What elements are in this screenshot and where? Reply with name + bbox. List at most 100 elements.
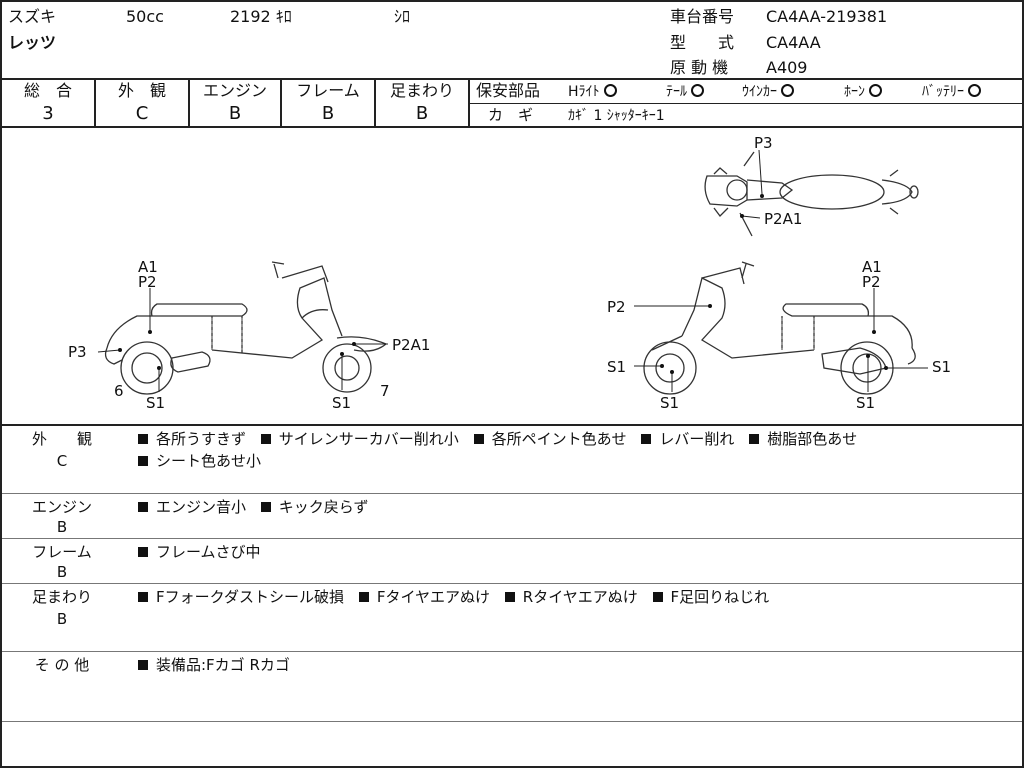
scooter-diagram: P3 P2A1 A1 P2 P3 P2A1 6 7 S1 S1 A1 P2 P2… xyxy=(68,134,951,412)
remark-grade: B xyxy=(56,610,68,628)
remark-item: 装備品:Fカゴ Rカゴ xyxy=(156,656,290,674)
grade-engine: エンジン B xyxy=(190,80,282,126)
remark-line: エンジン音小 キック戻らず xyxy=(138,496,1018,518)
safety-row: 保安部品 Hﾗｲﾄ ﾃｰﾙ ｳｲﾝｶｰ ﾎｰﾝ ﾊﾞｯﾃﾘｰ xyxy=(470,80,1022,104)
bullet-square-icon xyxy=(138,456,148,466)
remark-item: Rタイヤエアぬけ xyxy=(522,588,638,606)
remark-category: 足まわり xyxy=(31,588,92,606)
safety-item-headlight: Hﾗｲﾄ xyxy=(568,83,617,101)
remark-item: フレームさび中 xyxy=(156,543,261,561)
mark-p2-right-top: P2 xyxy=(862,273,881,291)
mark-s1-right-4: S1 xyxy=(856,394,875,412)
remark-category: 外 観 xyxy=(31,430,92,448)
remark-item: キック戻らず xyxy=(278,498,369,516)
frame-no: CA4AA-219381 xyxy=(766,7,888,26)
remark-row-exterior: 外 観 C 各所うすきず サイレンサーカバー削れ小 各所ペイント色あせ レバー削… xyxy=(2,426,1022,494)
frame-no-label: 車台番号 xyxy=(670,7,735,26)
mark-p3-top: P3 xyxy=(754,134,773,152)
remark-line: Fフォークダストシール破損 Fタイヤエアぬけ Rタイヤエアぬけ F足回りねじれ xyxy=(138,586,1018,608)
ok-circle-icon xyxy=(691,84,704,97)
grade-suspension: 足まわり B xyxy=(376,80,470,126)
bullet-square-icon xyxy=(641,434,652,444)
bullet-square-icon xyxy=(504,592,515,602)
safety-item-label: ﾃｰﾙ xyxy=(666,84,687,100)
mark-s1-left-front: S1 xyxy=(332,394,351,412)
ok-circle-icon xyxy=(869,84,882,97)
key-label: カ ギ xyxy=(488,106,534,124)
ok-circle-icon xyxy=(968,84,981,97)
bullet-square-icon xyxy=(138,547,148,557)
safety-item-battery: ﾊﾞｯﾃﾘｰ xyxy=(922,83,981,101)
remark-line: シート色あせ小 xyxy=(138,450,1018,472)
remark-item: Fフォークダストシール破損 xyxy=(156,588,345,606)
grade-value: 3 xyxy=(42,103,54,124)
remark-grade: B xyxy=(56,563,68,581)
engine-label: 原 動 機 xyxy=(670,58,729,77)
safety-title: 保安部品 xyxy=(476,81,541,100)
grade-label: エンジン xyxy=(202,81,267,100)
bullet-square-icon xyxy=(652,592,663,602)
remark-item: 各所ペイント色あせ xyxy=(491,430,627,448)
safety-item-label: ｳｲﾝｶｰ xyxy=(742,84,777,100)
remark-row-suspension: 足まわり B Fフォークダストシール破損 Fタイヤエアぬけ Rタイヤエアぬけ F… xyxy=(2,584,1022,652)
remark-line: 装備品:Fカゴ Rカゴ xyxy=(138,654,1018,676)
grade-value: B xyxy=(321,103,335,124)
bullet-square-icon xyxy=(138,434,148,444)
mark-p2a1-top: P2A1 xyxy=(764,210,802,228)
grades-row: 総 合 3 外 観 C エンジン B フレーム B 足まわり B 保安部品 Hﾗ… xyxy=(2,80,1022,128)
scooter-top-view xyxy=(704,151,919,237)
remark-item: 樹脂部色あせ xyxy=(767,430,858,448)
bullet-square-icon xyxy=(749,434,760,444)
safety-parts: 保安部品 Hﾗｲﾄ ﾃｰﾙ ｳｲﾝｶｰ ﾎｰﾝ ﾊﾞｯﾃﾘｰ カ ギ ｶｷﾞ 1… xyxy=(470,80,1022,126)
remark-row-frame: フレーム B フレームさび中 xyxy=(2,539,1022,584)
mark-s1-right-2: S1 xyxy=(660,394,679,412)
damage-diagram: P3 P2A1 A1 P2 P3 P2A1 6 7 S1 S1 A1 P2 P2… xyxy=(2,128,1022,426)
type-label: 型 式 xyxy=(670,33,735,52)
remark-row-engine: エンジン B エンジン音小 キック戻らず xyxy=(2,494,1022,539)
remark-line: 各所うすきず サイレンサーカバー削れ小 各所ペイント色あせ レバー削れ 樹脂部色… xyxy=(138,428,1018,450)
grade-label: 足まわり xyxy=(389,81,454,100)
mark-p2-left: P2 xyxy=(138,273,157,291)
remark-item: Fタイヤエアぬけ xyxy=(376,588,490,606)
remark-item: レバー削れ xyxy=(659,430,735,448)
mark-s1-left-rear: S1 xyxy=(146,394,165,412)
engine-value: A409 xyxy=(766,58,808,77)
safety-item-winker: ｳｲﾝｶｰ xyxy=(742,83,794,101)
grade-frame: フレーム B xyxy=(282,80,376,126)
bullet-square-icon xyxy=(138,502,148,512)
bullet-square-icon xyxy=(473,434,484,444)
remark-grade: B xyxy=(56,518,68,536)
grade-exterior: 外 観 C xyxy=(96,80,190,126)
ok-circle-icon xyxy=(781,84,794,97)
remark-item: F足回りねじれ xyxy=(670,588,770,606)
remark-category: フレーム xyxy=(32,543,92,561)
remark-item: シート色あせ小 xyxy=(156,452,262,470)
mark-a1-left: A1 xyxy=(138,258,158,276)
remark-item: エンジン音小 xyxy=(156,498,247,516)
safety-item-label: Hﾗｲﾄ xyxy=(568,84,600,100)
displacement: 50cc xyxy=(126,7,164,26)
header: スズキ 50cc 2192 ｷﾛ ｼﾛ レッツ 車台番号 CA4AA-21938… xyxy=(2,2,1022,80)
safety-item-label: ﾎｰﾝ xyxy=(844,84,865,100)
remark-row-other: そ の 他 装備品:Fカゴ Rカゴ xyxy=(2,652,1022,722)
key-value: ｶｷﾞ 1 ｼｬｯﾀｰｷｰ1 xyxy=(568,108,665,124)
bullet-square-icon xyxy=(138,660,148,670)
bullet-square-icon xyxy=(260,502,271,512)
grade-label: フレーム xyxy=(296,81,360,100)
mark-s1-right-3: S1 xyxy=(932,358,951,376)
mark-6: 6 xyxy=(114,382,124,400)
safety-item-horn: ﾎｰﾝ xyxy=(844,83,882,101)
grade-total: 総 合 3 xyxy=(2,80,96,126)
mark-7: 7 xyxy=(380,382,390,400)
grade-value: B xyxy=(415,103,429,124)
ok-circle-icon xyxy=(603,84,617,97)
remark-line: フレームさび中 xyxy=(138,541,1018,563)
remark-category: そ の 他 xyxy=(34,656,90,674)
bullet-square-icon xyxy=(138,592,148,602)
remark-item: 各所うすきず xyxy=(156,430,247,448)
grade-value: B xyxy=(228,103,242,124)
mark-p3-left: P3 xyxy=(68,343,87,361)
grade-label: 総 合 xyxy=(23,81,72,100)
model-name: レッツ xyxy=(8,33,57,52)
